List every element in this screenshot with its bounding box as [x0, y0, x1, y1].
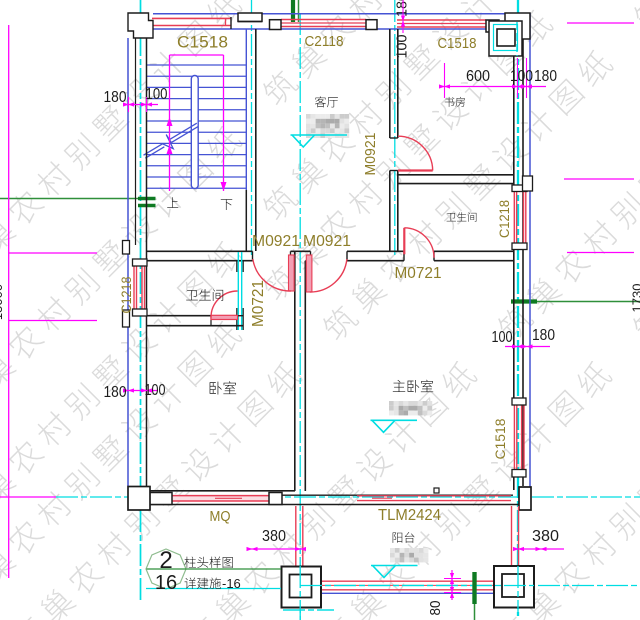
svg-text:M0921: M0921: [363, 133, 379, 176]
svg-text:M0721: M0721: [250, 280, 267, 327]
svg-text:100: 100: [146, 86, 168, 103]
svg-text:100: 100: [394, 35, 411, 59]
svg-text:TLM2424: TLM2424: [378, 507, 441, 524]
svg-text:80: 80: [427, 601, 444, 616]
svg-text:-16: -16: [222, 576, 241, 591]
svg-text:100: 100: [145, 382, 166, 399]
svg-text:M0921: M0921: [252, 233, 300, 250]
svg-text:180: 180: [394, 0, 411, 17]
svg-text:180: 180: [532, 327, 555, 344]
svg-text:380: 380: [532, 528, 559, 545]
svg-text:16: 16: [155, 572, 177, 594]
svg-text:180: 180: [104, 384, 127, 401]
svg-text:600: 600: [466, 68, 490, 85]
svg-text:C1518: C1518: [177, 34, 228, 52]
svg-text:15000: 15000: [0, 284, 5, 320]
svg-text:C1518: C1518: [438, 35, 477, 52]
svg-text:100: 100: [492, 329, 513, 346]
svg-text:100: 100: [510, 68, 533, 85]
svg-text:1730: 1730: [630, 284, 640, 313]
svg-text:C1218: C1218: [497, 200, 512, 238]
svg-text:180: 180: [534, 68, 557, 85]
svg-text:C1518: C1518: [492, 418, 508, 459]
svg-text:C1218: C1218: [119, 277, 134, 314]
svg-text:M0921: M0921: [303, 233, 351, 250]
svg-text:2: 2: [159, 547, 172, 574]
svg-text:C2118: C2118: [305, 33, 344, 50]
svg-text:MQ: MQ: [210, 509, 231, 525]
svg-text:180: 180: [104, 89, 127, 106]
svg-text:380: 380: [262, 528, 286, 545]
svg-text:M0721: M0721: [395, 265, 442, 282]
